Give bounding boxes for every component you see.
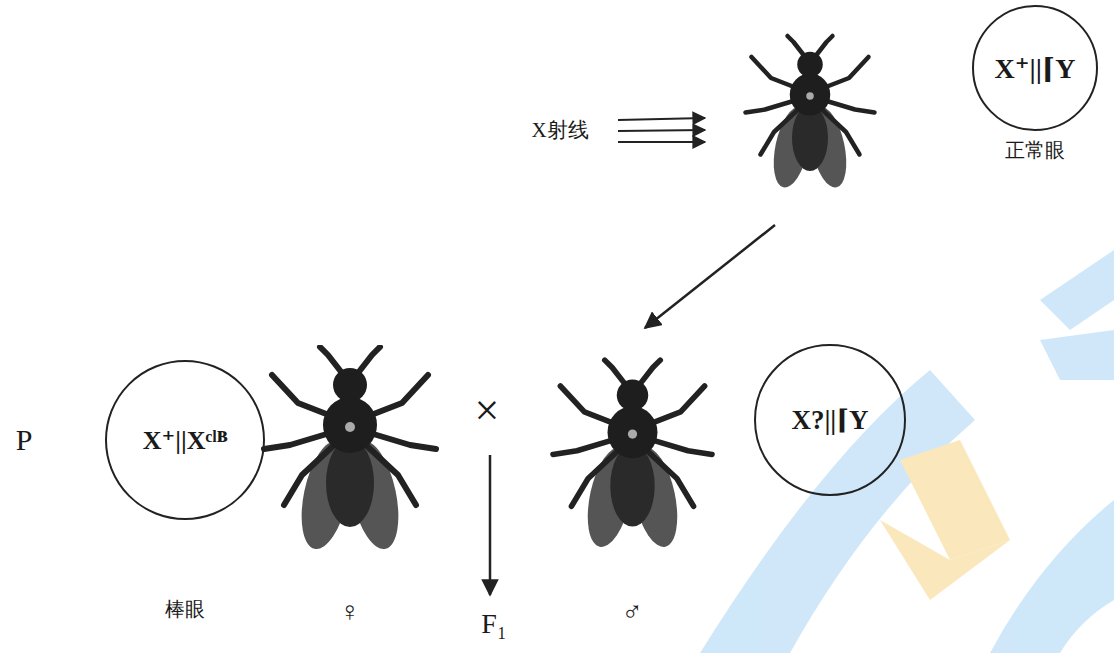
genotype-circle: X⁺||Xᶜˡᴮ棒眼 [105,360,265,520]
phenotype-label: 棒眼 [165,596,205,623]
generation-label: F₁ [481,608,506,640]
male-fly [553,360,712,551]
genotype-text: X?||⌈Y [791,404,868,436]
offspring-arrow [489,455,492,595]
cross-symbol: × [475,385,500,436]
irradiated-fly [746,36,875,191]
genotype-text: X⁺||⌈Y [995,52,1076,85]
genotype-circle: X⁺||⌈Y正常眼 [972,5,1098,131]
phenotype-label: 正常眼 [1005,137,1065,164]
x-ray-label: X射线 [531,116,588,144]
sex-symbol: ♀ [340,596,361,628]
genotype-circle: X?||⌈Y [754,344,906,496]
sex-symbol: ♂ [622,596,643,628]
female-fly [264,347,436,553]
genotype-text: X⁺||Xᶜˡᴮ [143,425,227,456]
watermark [700,250,1114,653]
lineage-arrow [645,225,775,328]
x-ray-arrows [618,118,705,142]
generation-label: P [16,423,33,457]
